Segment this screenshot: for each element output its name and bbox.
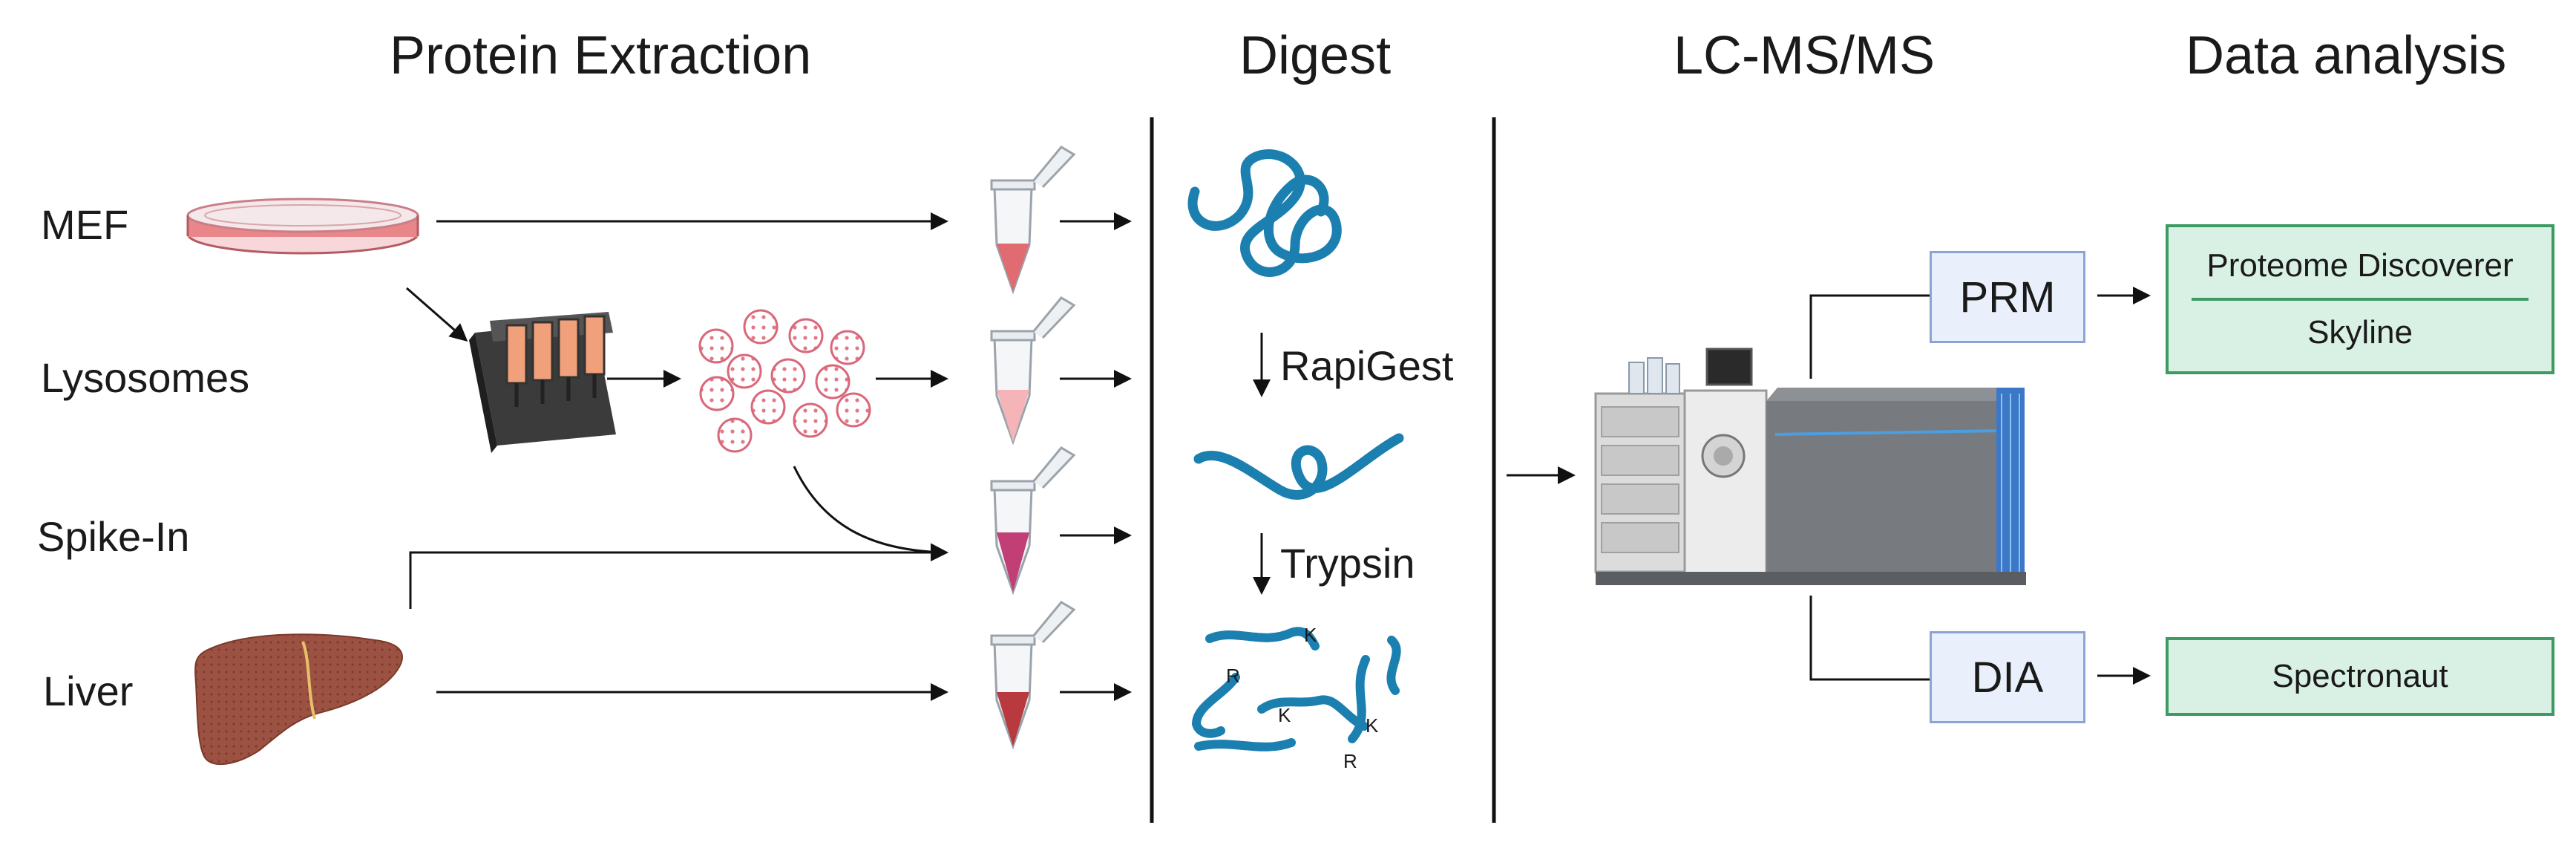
- sample-label-mef: MEF: [41, 201, 129, 248]
- software-spectronaut: Spectronaut: [2272, 658, 2448, 694]
- peptide-fragments-icon: [1191, 627, 1401, 751]
- petri-dish-icon: [186, 198, 419, 255]
- digest-step-rapigest: RapiGest: [1280, 342, 1454, 389]
- software-proteome-discoverer: Proteome Discoverer: [2206, 247, 2514, 284]
- tube-icon-liver: [990, 601, 1076, 750]
- sample-label-liver: Liver: [43, 668, 134, 714]
- sample-label-spike-in: Spike-In: [37, 513, 190, 560]
- method-box-prm: PRM: [1930, 251, 2085, 343]
- magnetic-rack-icon: [469, 312, 616, 453]
- folded-protein-icon: [1187, 149, 1342, 277]
- software-box-prm: Proteome Discoverer Skyline: [2166, 224, 2554, 374]
- header-protein-extraction: Protein Extraction: [390, 26, 812, 85]
- header-lc-ms-ms: LC-MS/MS: [1674, 26, 1936, 85]
- cleavage-label: K: [1366, 714, 1379, 737]
- arrow-mef-to-rack: [406, 287, 468, 342]
- software-divider: [2191, 298, 2529, 301]
- denatured-protein-icon: [1193, 433, 1404, 500]
- software-box-dia: Spectronaut: [2166, 637, 2554, 716]
- method-connectors: [1809, 287, 2151, 685]
- method-box-dia: DIA: [1930, 631, 2085, 723]
- extraction-arrows: [406, 212, 1132, 701]
- cleavage-label: R: [1226, 665, 1240, 687]
- software-skyline: Skyline: [2307, 314, 2413, 350]
- arrow-vesicles-to-spike-in: [793, 466, 948, 561]
- sample-label-lysosomes: Lysosomes: [41, 354, 250, 401]
- header-digest: Digest: [1239, 26, 1392, 85]
- header-data-analysis: Data analysis: [2186, 26, 2507, 85]
- tube-icon-mef: [990, 146, 1076, 295]
- tube-icon-spike-in: [990, 446, 1076, 596]
- liver-icon: [194, 633, 403, 766]
- arrow-liver-to-spike-in: [409, 544, 948, 609]
- cleavage-label: K: [1278, 704, 1291, 726]
- cleavage-label: K: [1304, 624, 1317, 646]
- digest-step-trypsin: Trypsin: [1280, 540, 1415, 587]
- cleavage-label: R: [1343, 750, 1357, 772]
- lysosome-vesicles-icon: [698, 309, 871, 453]
- lc-ms-instrument-icon: [1594, 348, 2026, 585]
- tube-icon-lysosomes: [990, 296, 1076, 446]
